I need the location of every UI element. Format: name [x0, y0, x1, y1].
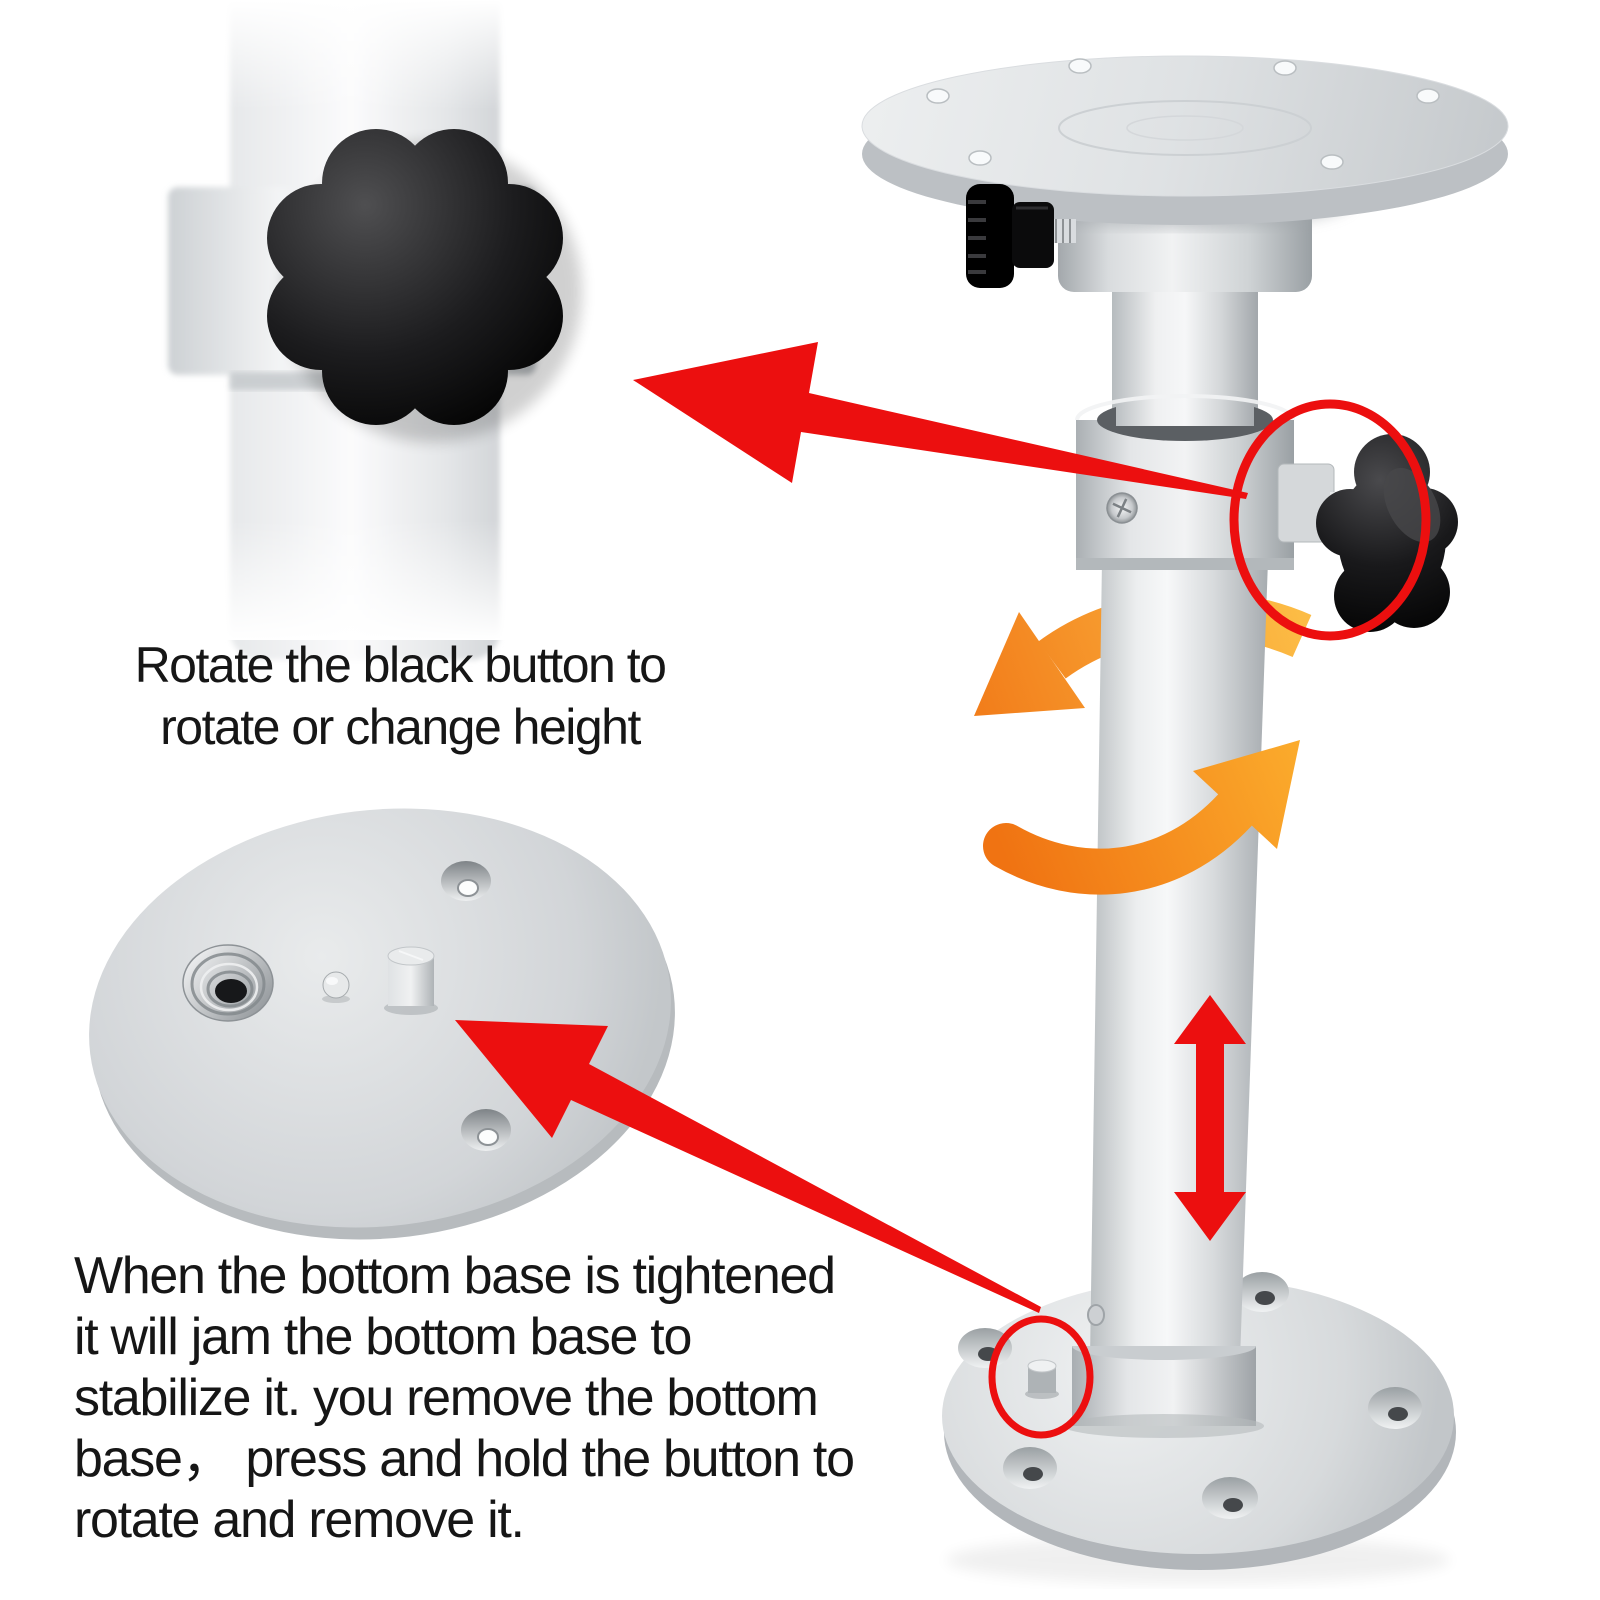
star-knob-icon	[1316, 434, 1458, 632]
base-screw-holes	[958, 1272, 1422, 1519]
knob-circle-highlight-icon	[1229, 399, 1431, 641]
caption-line: Rotate the black button to	[134, 637, 667, 693]
caption-line: When the bottom base is tightened	[74, 1247, 836, 1305]
countersunk-hole	[441, 861, 491, 901]
caption-line: rotate and remove it.	[74, 1491, 525, 1549]
countersunk-hole	[461, 1109, 511, 1151]
base-circle-highlight-icon	[988, 1315, 1094, 1439]
lock-pin	[384, 946, 438, 1015]
base-detail-photo	[89, 808, 675, 1240]
hand-knob-icon	[267, 129, 563, 425]
lower-tube	[1087, 560, 1268, 1360]
detail-top-fade	[140, 0, 580, 110]
lock-dome-button	[322, 971, 350, 1003]
tube-dimple	[1087, 1304, 1105, 1326]
threaded-hole	[182, 944, 274, 1022]
clamp-collar	[1075, 392, 1360, 570]
caption-rotate-knob: Rotate the black button to rotate or cha…	[88, 634, 712, 758]
top-knob-body	[1012, 202, 1054, 268]
top-knob	[966, 184, 1076, 288]
detail-base-plate	[89, 808, 671, 1228]
caption-line: base， press and hold the button to	[74, 1430, 855, 1488]
caption-line: stabilize it. you remove the bottom	[74, 1369, 819, 1427]
detail-bottom-fade	[140, 520, 580, 640]
top-knob-flange	[966, 184, 1014, 288]
top-plate-surface	[861, 55, 1509, 197]
base-detail-arrow-icon	[455, 1020, 1041, 1313]
top-plate	[861, 55, 1509, 225]
up-down-arrow-icon	[1174, 995, 1246, 1241]
caption-line: rotate or change height	[160, 699, 641, 755]
rotate-arrow-right-icon	[983, 740, 1300, 895]
annotation-overlays	[455, 342, 1431, 1439]
top-plate-screw-holes	[926, 58, 1440, 170]
caption-base-release: When the bottom base is tightened it wil…	[74, 1246, 1024, 1551]
knob-detail-left-arrow-icon	[633, 342, 1248, 499]
base-sleeve	[1064, 1346, 1264, 1438]
caption-line: it will jam the bottom base to	[74, 1308, 692, 1366]
collar-bottom-seam	[1076, 558, 1294, 570]
collar-screw	[1106, 492, 1138, 524]
base-release-pin	[1025, 1359, 1059, 1399]
knob-detail-photo	[140, 0, 582, 660]
